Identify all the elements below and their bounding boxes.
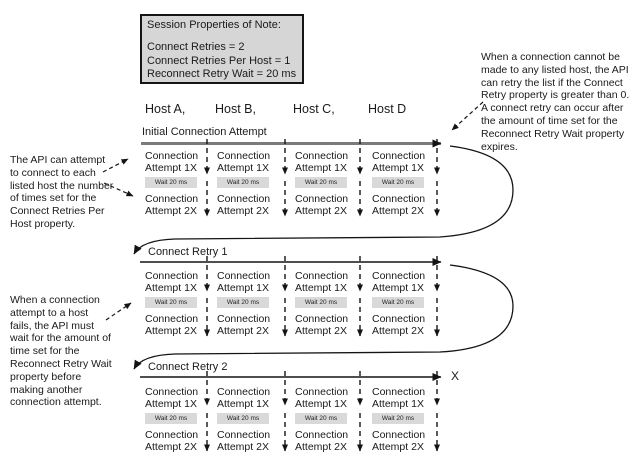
left-top-note: The API can attempt to connect to each l… bbox=[10, 154, 114, 230]
attempt-2x-label: Attempt 2X bbox=[145, 441, 197, 453]
attempt-cell-initial-host-a: Connection Attempt 1X Wait 20 ms Connect… bbox=[145, 150, 203, 217]
attempt-2x-label: Attempt 2X bbox=[217, 441, 269, 453]
connection-label: Connection bbox=[145, 386, 199, 398]
connection-label: Connection bbox=[295, 193, 349, 205]
host-d-label: Host D bbox=[368, 102, 407, 116]
wait-20ms-badge: Wait 20 ms bbox=[372, 177, 424, 188]
wait-20ms-badge: Wait 20 ms bbox=[295, 177, 347, 188]
terminal-x-label: X bbox=[451, 369, 460, 383]
attempt-1x-label: Attempt 1X bbox=[372, 398, 424, 410]
right-note: When a connection cannot be made to any … bbox=[481, 51, 630, 153]
host-a-label: Host A, bbox=[145, 102, 186, 116]
wait-20ms-badge: Wait 20 ms bbox=[217, 177, 269, 188]
wait-20ms-badge: Wait 20 ms bbox=[372, 413, 424, 424]
attempt-cell-retry2-host-b: Connection Attempt 1X Wait 20 ms Connect… bbox=[217, 386, 275, 453]
connection-label: Connection bbox=[372, 270, 426, 282]
wait-20ms-badge: Wait 20 ms bbox=[145, 297, 197, 308]
connection-label: Connection bbox=[217, 313, 271, 325]
connection-label: Connection bbox=[295, 313, 349, 325]
attempt-2x-label: Attempt 2X bbox=[295, 441, 347, 453]
host-b-label: Host B, bbox=[215, 102, 256, 116]
connection-label: Connection bbox=[145, 270, 199, 282]
attempt-cell-retry1-host-c: Connection Attempt 1X Wait 20 ms Connect… bbox=[295, 270, 353, 337]
connection-label: Connection bbox=[217, 150, 271, 162]
attempt-cell-initial-host-c: Connection Attempt 1X Wait 20 ms Connect… bbox=[295, 150, 353, 217]
properties-box-title: Session Properties of Note: bbox=[147, 19, 281, 31]
connection-label: Connection bbox=[372, 386, 426, 398]
left-bottom-note: When a connection attempt to a host fail… bbox=[10, 294, 112, 409]
property-reconnect-retry-wait: Reconnect Retry Wait = 20 ms bbox=[147, 68, 297, 80]
session-properties-box: Session Properties of Note: Connect Retr… bbox=[140, 14, 304, 84]
attempt-cell-retry2-host-d: Connection Attempt 1X Wait 20 ms Connect… bbox=[372, 386, 430, 453]
attempt-1x-label: Attempt 1X bbox=[295, 398, 347, 410]
attempt-2x-label: Attempt 2X bbox=[145, 325, 197, 337]
attempt-2x-label: Attempt 2X bbox=[217, 325, 269, 337]
wait-20ms-badge: Wait 20 ms bbox=[217, 413, 269, 424]
attempt-1x-label: Attempt 1X bbox=[295, 162, 347, 174]
connection-label: Connection bbox=[145, 193, 199, 205]
connection-label: Connection bbox=[295, 150, 349, 162]
attempt-2x-label: Attempt 2X bbox=[217, 205, 269, 217]
attempt-1x-label: Attempt 1X bbox=[372, 282, 424, 294]
attempt-2x-label: Attempt 2X bbox=[145, 205, 197, 217]
connection-label: Connection bbox=[145, 313, 199, 325]
wait-20ms-badge: Wait 20 ms bbox=[145, 177, 197, 188]
connection-label: Connection bbox=[372, 429, 426, 441]
connection-label: Connection bbox=[372, 150, 426, 162]
wait-20ms-badge: Wait 20 ms bbox=[295, 297, 347, 308]
attempt-cell-retry1-host-b: Connection Attempt 1X Wait 20 ms Connect… bbox=[217, 270, 275, 337]
connection-label: Connection bbox=[217, 386, 271, 398]
attempt-cell-retry1-host-a: Connection Attempt 1X Wait 20 ms Connect… bbox=[145, 270, 203, 337]
host-c-label: Host C, bbox=[293, 102, 335, 116]
connection-label: Connection bbox=[145, 150, 199, 162]
attempt-1x-label: Attempt 1X bbox=[217, 398, 269, 410]
attempt-1x-label: Attempt 1X bbox=[372, 162, 424, 174]
attempt-cell-retry1-host-d: Connection Attempt 1X Wait 20 ms Connect… bbox=[372, 270, 430, 337]
connection-label: Connection bbox=[372, 313, 426, 325]
wait-20ms-badge: Wait 20 ms bbox=[372, 297, 424, 308]
connection-label: Connection bbox=[217, 193, 271, 205]
section-connect-retry-1-label: Connect Retry 1 bbox=[148, 246, 228, 258]
property-connect-retries: Connect Retries = 2 bbox=[147, 41, 245, 53]
connection-label: Connection bbox=[295, 429, 349, 441]
connection-label: Connection bbox=[145, 429, 199, 441]
connection-label: Connection bbox=[372, 193, 426, 205]
attempt-1x-label: Attempt 1X bbox=[145, 398, 197, 410]
connection-label: Connection bbox=[217, 270, 271, 282]
connection-label: Connection bbox=[295, 386, 349, 398]
wait-20ms-badge: Wait 20 ms bbox=[295, 413, 347, 424]
attempt-cell-initial-host-d: Connection Attempt 1X Wait 20 ms Connect… bbox=[372, 150, 430, 217]
connection-label: Connection bbox=[295, 270, 349, 282]
section-connect-retry-2-label: Connect Retry 2 bbox=[148, 361, 228, 373]
attempt-1x-label: Attempt 1X bbox=[217, 162, 269, 174]
attempt-1x-label: Attempt 1X bbox=[145, 282, 197, 294]
connection-label: Connection bbox=[217, 429, 271, 441]
attempt-2x-label: Attempt 2X bbox=[372, 441, 424, 453]
attempt-2x-label: Attempt 2X bbox=[372, 325, 424, 337]
attempt-2x-label: Attempt 2X bbox=[295, 325, 347, 337]
attempt-2x-label: Attempt 2X bbox=[295, 205, 347, 217]
attempt-1x-label: Attempt 1X bbox=[217, 282, 269, 294]
property-retries-per-host: Connect Retries Per Host = 1 bbox=[147, 54, 291, 67]
attempt-2x-label: Attempt 2X bbox=[372, 205, 424, 217]
attempt-1x-label: Attempt 1X bbox=[295, 282, 347, 294]
attempt-cell-initial-host-b: Connection Attempt 1X Wait 20 ms Connect… bbox=[217, 150, 275, 217]
right-note-pointer-arrow bbox=[451, 101, 484, 131]
attempt-cell-retry2-host-c: Connection Attempt 1X Wait 20 ms Connect… bbox=[295, 386, 353, 453]
attempt-cell-retry2-host-a: Connection Attempt 1X Wait 20 ms Connect… bbox=[145, 386, 203, 453]
wait-20ms-badge: Wait 20 ms bbox=[217, 297, 269, 308]
wait-20ms-badge: Wait 20 ms bbox=[145, 413, 197, 424]
section-initial-attempt-label: Initial Connection Attempt bbox=[142, 126, 267, 138]
attempt-1x-label: Attempt 1X bbox=[145, 162, 197, 174]
